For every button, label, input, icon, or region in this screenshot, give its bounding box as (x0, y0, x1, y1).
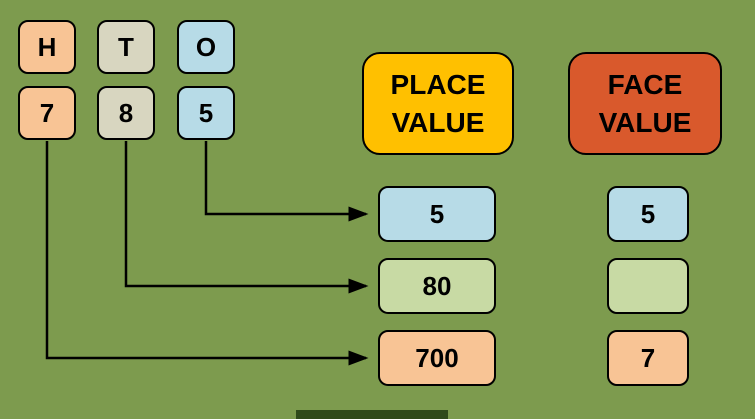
footer-bar (296, 410, 448, 419)
place-value-tens: 80 (378, 258, 496, 314)
place-value-hundreds: 700 (378, 330, 496, 386)
column-label-hundreds: H (18, 20, 76, 74)
place-value-ones: 5 (378, 186, 496, 242)
arrow-hundreds-to-place-value (45, 141, 369, 366)
column-label-ones: O (177, 20, 235, 74)
column-label-tens: T (97, 20, 155, 74)
face-value-hundreds: 7 (607, 330, 689, 386)
face-value-header: FACE VALUE (568, 52, 722, 155)
place-value-header: PLACE VALUE (362, 52, 514, 155)
arrow-tens-to-place-value (124, 141, 369, 294)
digit-ones: 5 (177, 86, 235, 140)
digit-hundreds: 7 (18, 86, 76, 140)
face-value-ones: 5 (607, 186, 689, 242)
arrow-ones-to-place-value (204, 141, 369, 222)
digit-tens: 8 (97, 86, 155, 140)
face-value-tens (607, 258, 689, 314)
